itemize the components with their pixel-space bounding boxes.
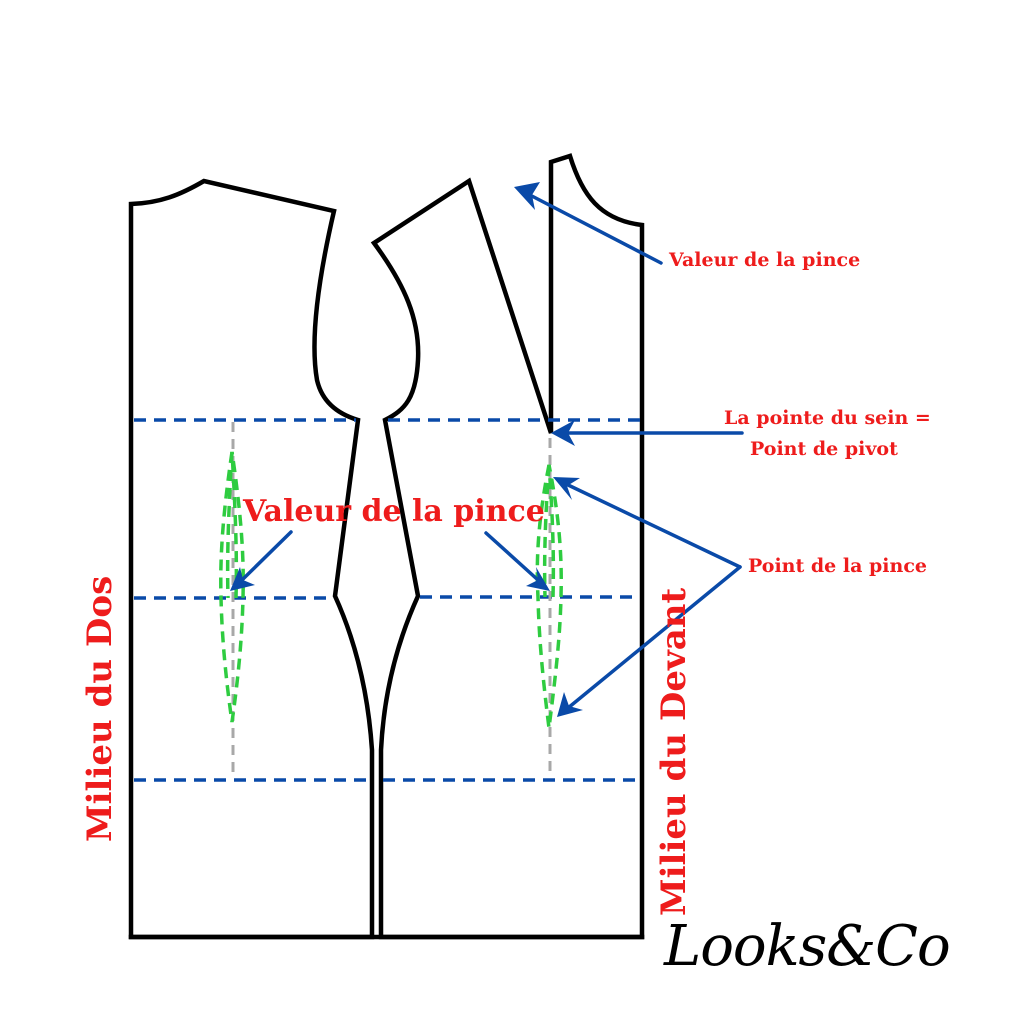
arrow-dart-value-front — [484, 531, 540, 582]
back-piece-outline — [128, 178, 375, 940]
arrow-dart-point-bottom — [566, 565, 742, 710]
front-dart-inner — [542, 464, 556, 598]
back-dart — [219, 451, 245, 723]
label-dart-point: Point de la pince — [748, 555, 927, 577]
label-center-front: Milieu du Devant — [654, 587, 694, 916]
arrow-dart-value-top — [526, 192, 663, 265]
back-dart-inner — [225, 451, 239, 599]
logo: Looks&Co — [664, 914, 951, 979]
label-bust-point-line2: Point de pivot — [750, 438, 898, 460]
arrowhead-icon — [514, 182, 540, 210]
front-dart — [535, 464, 563, 729]
arrowhead-icon — [526, 567, 550, 591]
arrowhead-icon — [551, 420, 575, 446]
arrow-dart-value-back — [240, 530, 293, 582]
label-dart-value-top: Valeur de la pince — [669, 249, 861, 271]
arrowhead-icon — [553, 477, 580, 500]
arrowhead-icon — [230, 567, 255, 591]
label-bust-point-line1: La pointe du sein = — [724, 407, 931, 429]
label-dart-value-center: Valeur de la pince — [243, 494, 545, 529]
label-center-back: Milieu du Dos — [80, 575, 120, 842]
arrow-dart-point-top — [564, 482, 742, 569]
arrowhead-icon — [557, 692, 583, 717]
front-piece-outline — [370, 153, 645, 940]
